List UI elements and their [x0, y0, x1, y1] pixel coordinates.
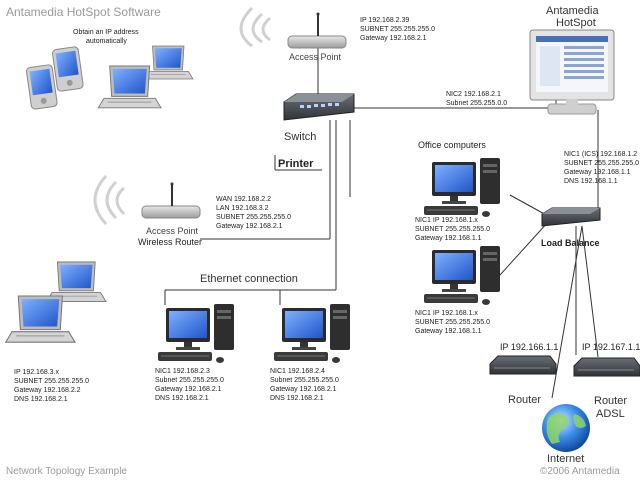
load-balancer-device	[541, 207, 601, 227]
ethernet-pc-b	[273, 303, 351, 364]
wireless-router-subnet: SUBNET 255.255.255.0	[216, 214, 291, 221]
office-pc-2-subnet: SUBNET 255.255.255.0	[415, 319, 490, 326]
pc-b-gateway: Gateway 192.168.2.1	[270, 386, 337, 393]
software-title: Antamedia HotSpot Software	[6, 5, 161, 19]
router2-label2: ADSL	[596, 408, 625, 420]
hotspot-title-line2: HotSpot	[556, 17, 596, 29]
office-pc-2-gateway: Gateway 192.168.1.1	[415, 328, 482, 335]
router2-ip: IP 192.167.1.1	[582, 342, 640, 352]
pc-a-subnet: Subnet 255.255.255.0	[155, 377, 224, 384]
office-pc-1-ip: NIC1 IP 192.168.1.x	[415, 217, 478, 224]
access-point-top-subnet: SUBNET 255.255.255.0	[360, 26, 435, 33]
wireless-router-lan: LAN 192.168.3.2	[216, 205, 269, 212]
wireless-router-label2: Wireless Router	[138, 237, 202, 247]
switch-label: Switch	[284, 131, 316, 143]
wifi-wave-icon	[93, 174, 126, 226]
office-pc-1-info: NIC1 IP 192.168.1.x SUBNET 255.255.255.0…	[415, 217, 490, 242]
office-pc-1-gateway: Gateway 192.168.1.1	[415, 235, 482, 242]
footer-caption: Network Topology Example	[6, 466, 127, 477]
load-balance-label: Load Balance	[541, 238, 600, 248]
access-point-top-label: Access Point	[289, 52, 342, 62]
laptops-subnet: SUBNET 255.255.255.0	[14, 378, 89, 385]
pc-b-subnet: Subnet 255.255.255.0	[270, 377, 339, 384]
access-point-top-ip: IP 192.168.2.39	[360, 17, 409, 24]
office-pc-2-info: NIC1 IP 192.168.1.x SUBNET 255.255.255.0…	[415, 310, 490, 335]
laptops-dns: DNS 192.168.2.1	[14, 396, 68, 403]
router1-ip: IP 192.166.1.1	[500, 342, 558, 352]
hotspot-nic2: NIC2 192.168.2.1	[446, 91, 501, 98]
laptop-device	[5, 295, 76, 343]
hotspot-nic1-gateway: Gateway 192.168.1.1	[564, 169, 631, 176]
obtain-ip-line1: Obtain an IP address	[73, 29, 139, 36]
office-pc-1-subnet: SUBNET 255.255.255.0	[415, 226, 490, 233]
pda-device	[51, 45, 85, 93]
router2-device	[573, 357, 640, 377]
ethernet-pc-a	[157, 303, 235, 364]
wireless-router-gateway: Gateway 192.168.2.1	[216, 223, 283, 230]
obtain-ip-line2: automatically	[86, 38, 127, 45]
hotspot-nic1-dns: DNS 192.168.1.1	[564, 178, 618, 185]
pda-device	[25, 63, 59, 111]
router2-label1: Router	[594, 395, 627, 407]
internet-label: Internet	[547, 453, 584, 465]
ethernet-pc-b-info: NIC1 192.168.2.4 Subnet 255.255.255.0 Ga…	[270, 368, 339, 402]
pc-a-dns: DNS 192.168.2.1	[155, 395, 209, 402]
pc-b-nic: NIC1 192.168.2.4	[270, 368, 325, 375]
hotspot-nic1-subnet: SUBNET 255.255.255.0	[564, 160, 639, 167]
footer-copyright: ©2006 Antamedia	[540, 466, 620, 477]
router1-label: Router	[508, 394, 541, 406]
office-pc-1	[423, 157, 501, 218]
pc-a-nic: NIC1 192.168.2.3	[155, 368, 210, 375]
connection-lines	[164, 46, 599, 399]
laptop-device	[143, 45, 194, 80]
pc-a-gateway: Gateway 192.168.2.1	[155, 386, 222, 393]
office-pc-2	[423, 245, 501, 306]
access-point-top	[287, 11, 347, 49]
laptops-info: IP 192.168.3.x SUBNET 255.255.255.0 Gate…	[14, 369, 89, 403]
wireless-router-device	[141, 181, 201, 219]
hotspot-title-line1: Antamedia	[546, 5, 599, 17]
ethernet-pc-a-info: NIC1 192.168.2.3 Subnet 255.255.255.0 Ga…	[155, 368, 224, 402]
internet-globe-icon	[542, 404, 590, 452]
pc-b-dns: DNS 192.168.2.1	[270, 395, 324, 402]
ethernet-label: Ethernet connection	[200, 273, 298, 285]
wireless-router-wan: WAN 192.168.2.2	[216, 196, 271, 203]
wifi-wave-icon	[239, 6, 272, 48]
office-computers-label: Office computers	[418, 140, 486, 150]
hotspot-nic1: NIC1 (ICS) 192.168.1.2	[564, 151, 637, 158]
access-point-top-gateway: Gateway 192.168.2.1	[360, 35, 427, 42]
office-pc-2-ip: NIC1 IP 192.168.1.x	[415, 310, 478, 317]
router1-device	[489, 355, 557, 375]
wireless-router-label1: Access Point	[146, 226, 199, 236]
hotspot-nic2-subnet: Subnet 255.255.0.0	[446, 100, 507, 107]
network-switch	[283, 93, 355, 121]
printer-label: Printer	[278, 158, 314, 170]
hotspot-monitor	[529, 29, 615, 115]
laptops-ip: IP 192.168.3.x	[14, 369, 60, 376]
laptops-gateway: Gateway 192.168.2.2	[14, 387, 81, 394]
